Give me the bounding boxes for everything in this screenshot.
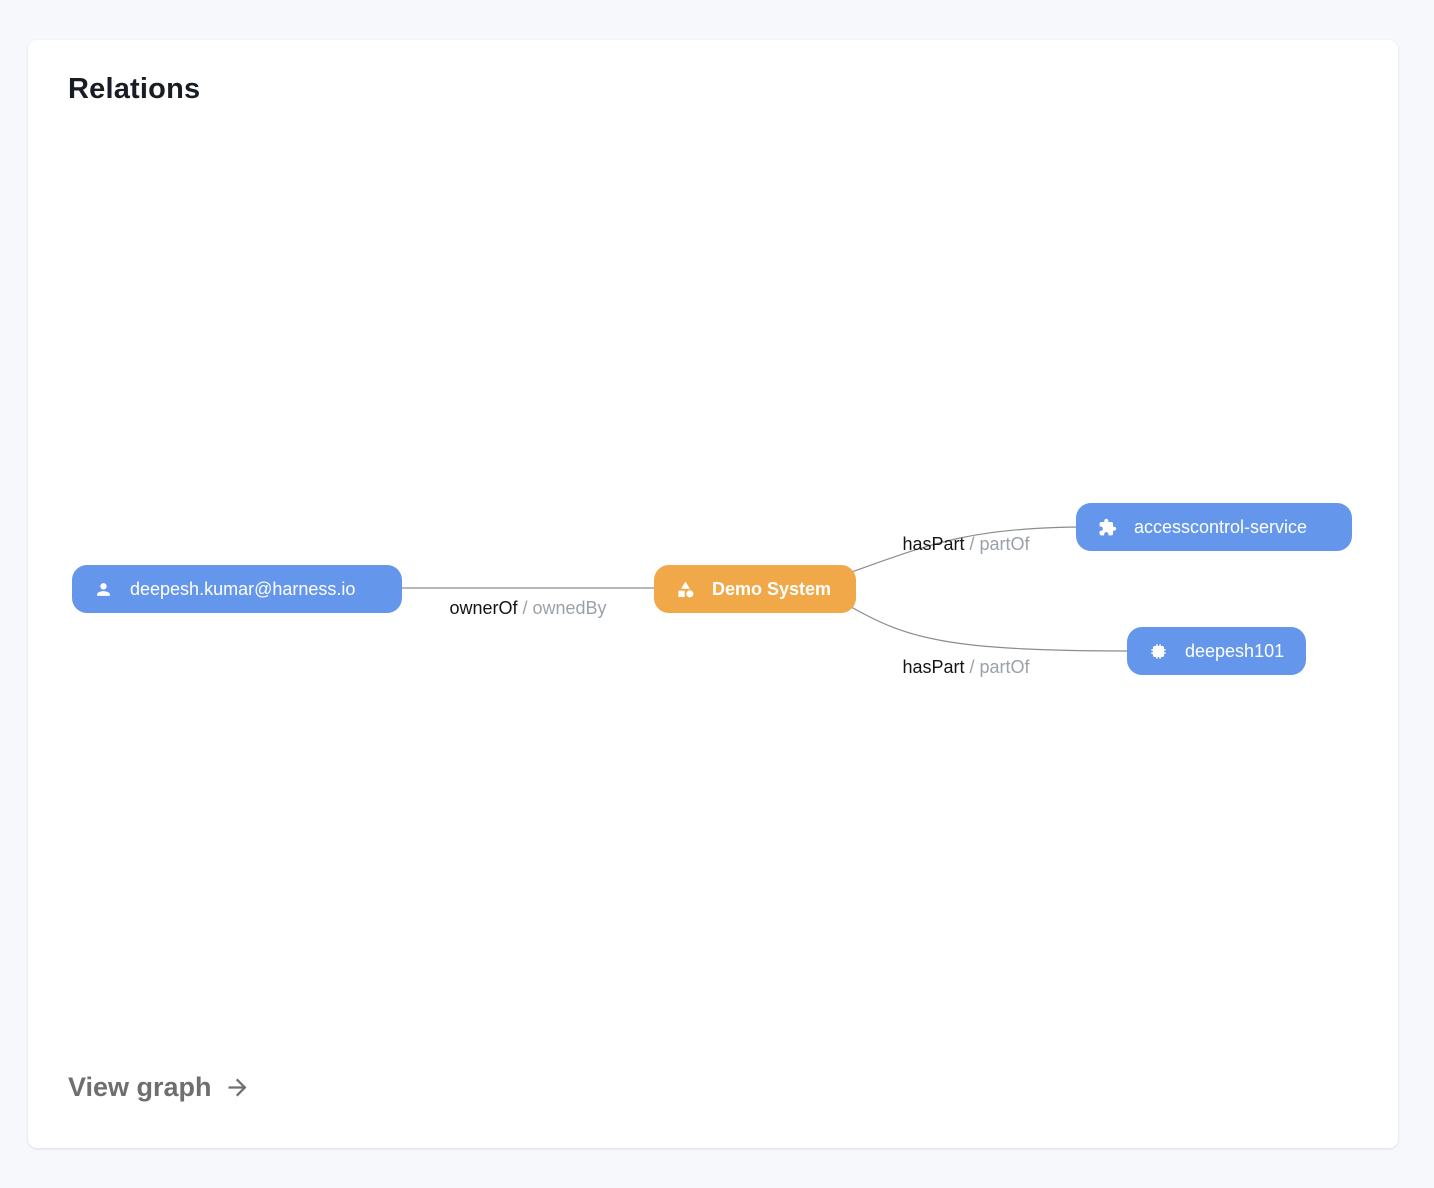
edge-label-secondary: / partOf [969, 657, 1030, 677]
node-label: deepesh.kumar@harness.io [130, 578, 356, 599]
chip-icon [1151, 643, 1166, 659]
edge-label-secondary: / ownedBy [522, 598, 607, 618]
relations-card: Relations ownerOf / ownedBy hasPart / pa… [28, 40, 1398, 1148]
node-accesscontrol-service[interactable]: accesscontrol-service [1076, 503, 1352, 551]
edge-label-ownerof: ownerOf / ownedBy [449, 598, 606, 619]
node-label: Demo System [712, 578, 832, 599]
node-label: deepesh101 [1185, 640, 1285, 661]
card-title: Relations [68, 73, 201, 105]
node-user[interactable]: deepesh.kumar@harness.io [72, 565, 402, 613]
edge-label-haspart-top: hasPart / partOf [902, 534, 1029, 555]
shapes-icon [678, 581, 694, 597]
edge-label-haspart-bottom: hasPart / partOf [902, 657, 1029, 678]
node-deepesh101[interactable]: deepesh101 [1127, 627, 1307, 675]
puzzle-icon [1099, 518, 1117, 535]
view-graph-label: View graph [68, 1072, 212, 1102]
user-icon [97, 582, 110, 596]
edge-label-secondary: / partOf [969, 534, 1030, 554]
node-label: accesscontrol-service [1134, 516, 1308, 537]
arrow-right-icon [228, 1078, 247, 1097]
edge-haspart-top [845, 526, 1089, 575]
relations-graph: ownerOf / ownedBy hasPart / partOf hasPa… [28, 40, 1398, 1148]
edge-label-primary: ownerOf [449, 598, 518, 618]
edge-label-primary: hasPart [902, 657, 965, 677]
view-graph-link[interactable]: View graph [68, 1072, 251, 1103]
graph-edges [388, 526, 1139, 652]
edge-label-primary: hasPart [902, 534, 965, 554]
edge-haspart-bottom [845, 603, 1139, 652]
node-demo-system[interactable]: Demo System [654, 565, 856, 613]
